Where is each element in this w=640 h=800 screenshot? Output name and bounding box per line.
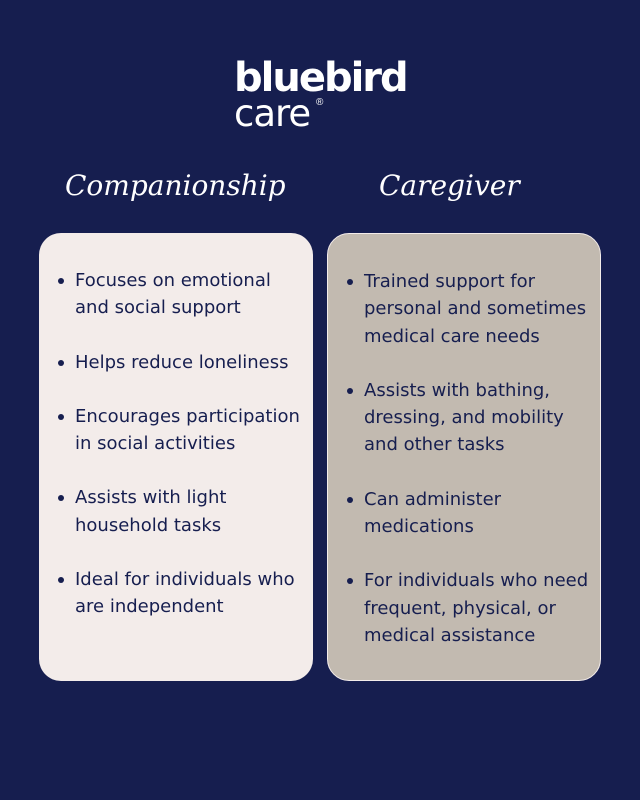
list-item: Trained support for personal and sometim… (328, 268, 600, 350)
registered-mark: ® (316, 97, 324, 108)
list-item: Encourages participation in social activ… (39, 403, 313, 458)
bullet-icon (347, 496, 353, 503)
list-item: Assists with bathing, dressing, and mobi… (328, 377, 600, 459)
list-item-text: Focuses on emotional and social support (75, 270, 271, 319)
list-item-text: Ideal for individuals who are independen… (75, 569, 295, 618)
companionship-card: Focuses on emotional and social support … (39, 233, 313, 681)
list-item-text: Assists with bathing, dressing, and mobi… (364, 379, 564, 456)
bullet-icon (58, 278, 64, 284)
caregiver-heading: Caregiver (379, 169, 520, 202)
list-item-text: Encourages participation in social activ… (75, 405, 300, 455)
bullet-icon (58, 413, 64, 420)
list-item: Can administer medications (328, 486, 600, 541)
list-item: Focuses on emotional and social support (39, 267, 313, 322)
bullet-icon (347, 578, 353, 585)
list-item-text: Can administer medications (364, 488, 502, 538)
bullet-icon (58, 359, 64, 366)
list-item: For individuals who need frequent, physi… (328, 567, 600, 649)
list-item-text: For individuals who need frequent, physi… (364, 570, 589, 646)
companionship-heading: Companionship (65, 169, 286, 202)
list-item-text: Trained support for personal and sometim… (364, 271, 587, 347)
bullet-icon (347, 279, 353, 285)
companionship-list: Focuses on emotional and social support … (39, 267, 313, 648)
list-item-text: Assists with light household tasks (75, 487, 227, 536)
logo-wordmark-care: care (234, 92, 311, 135)
list-item: Assists with light household tasks (39, 484, 313, 539)
bullet-icon (347, 387, 353, 394)
list-item: Helps reduce loneliness (39, 349, 313, 376)
bullet-icon (58, 577, 64, 584)
list-item-text: Helps reduce loneliness (75, 351, 289, 373)
logo-wordmark-bluebird: bluebird (234, 55, 409, 101)
bullet-icon (58, 495, 64, 502)
list-item: Ideal for individuals who are independen… (39, 566, 313, 621)
caregiver-list: Trained support for personal and sometim… (328, 268, 600, 676)
caregiver-card: Trained support for personal and sometim… (327, 233, 601, 681)
bluebird-care-logo: bluebird care ® (234, 58, 434, 138)
